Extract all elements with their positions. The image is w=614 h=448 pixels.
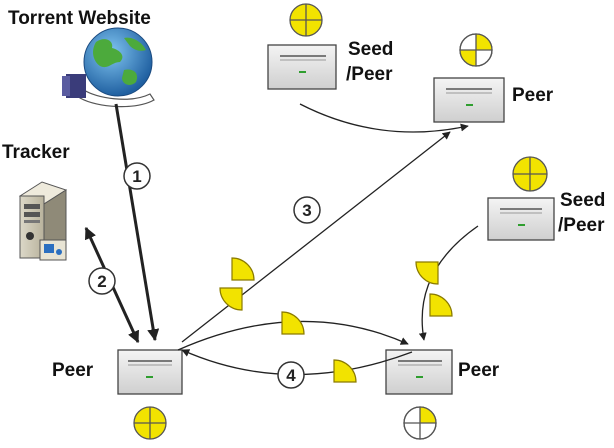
server-box-peer-bottom-right: [385, 349, 453, 395]
piece-circle-seed-top: [289, 3, 323, 37]
step-3-number: 3: [302, 201, 311, 220]
piece-circle-peer-bottom-right: [403, 406, 437, 440]
step-1-number: 1: [132, 167, 141, 186]
tracker-label: Tracker: [2, 142, 70, 163]
piece-circle-peer-bottom-left: [133, 406, 167, 440]
peer-bottom-right-label: Peer: [458, 360, 500, 381]
seed-peer-top-label-line1: Seed: [348, 39, 393, 60]
step-4-badge: 4: [277, 361, 305, 389]
peer-top-right-label: Peer: [512, 85, 554, 106]
server-box-seed-right: [487, 197, 555, 241]
server-box-peer-top-right: [433, 77, 505, 123]
tower-pc-icon: [18, 181, 68, 261]
step-4-number: 4: [286, 366, 296, 385]
peer-bottom-left-label: Peer: [52, 360, 94, 381]
piece-wedge-step3-upper: [231, 257, 255, 281]
piece-wedge-upper-exchange: [281, 311, 305, 335]
step-2-badge: 2: [88, 267, 116, 295]
step-2-number: 2: [97, 272, 106, 291]
seed-peer-right-label-line2: /Peer: [558, 215, 605, 236]
globe-in-hand-icon: [62, 27, 155, 108]
arrow-step3: [181, 131, 451, 343]
piece-wedge-seed-right-upper: [415, 261, 439, 285]
arrow-step1: [114, 103, 160, 342]
piece-wedge-seed-right-lower: [429, 293, 453, 317]
step-1-badge: 1: [123, 162, 151, 190]
seed-peer-right-label-line1: Seed: [560, 190, 605, 211]
step-3-badge: 3: [293, 196, 321, 224]
seed-peer-top-label-line2: /Peer: [346, 64, 393, 85]
piece-wedge-step3-lower: [219, 287, 243, 311]
arrow-seed-top-to-peer: [299, 103, 469, 133]
piece-circle-peer-top-right: [459, 33, 493, 67]
piece-circle-seed-right: [512, 156, 548, 192]
piece-wedge-step4: [333, 359, 357, 383]
torrent-website-label: Torrent Website: [8, 8, 151, 29]
server-box-peer-bottom-left: [117, 349, 183, 395]
server-box-seed-top: [267, 44, 337, 90]
